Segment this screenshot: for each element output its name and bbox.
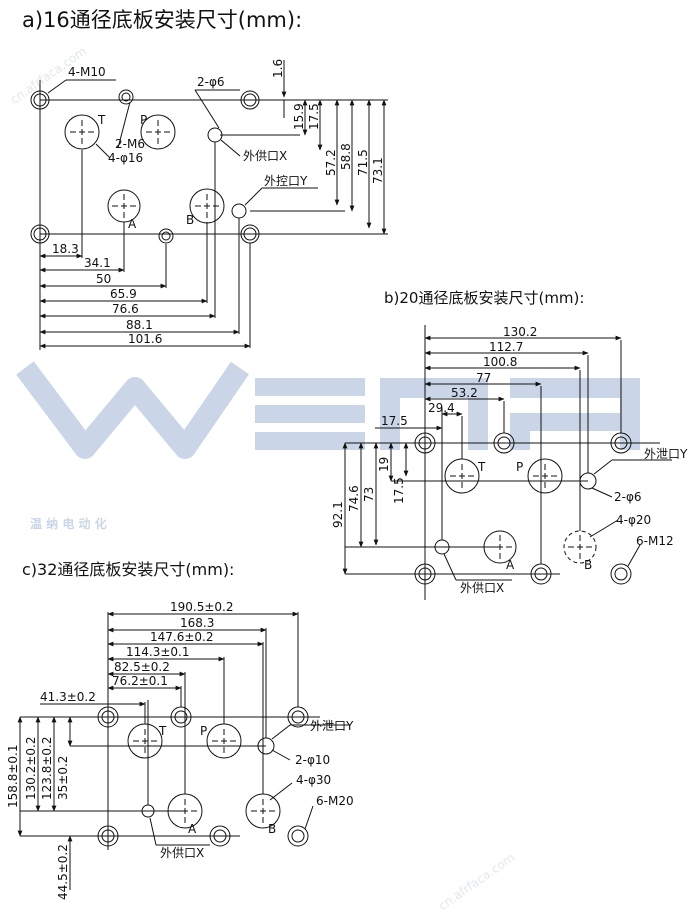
dim-b-74-6: 74.6	[347, 485, 361, 512]
dim-50: 50	[96, 272, 111, 286]
dim-76-6: 76.6	[112, 302, 139, 316]
dim-18-3: 18.3	[52, 242, 79, 256]
label-4-phi16: 4-φ16	[108, 151, 143, 165]
dim-34-1: 34.1	[84, 256, 111, 270]
dim-1-6: 1.6	[271, 59, 285, 78]
dim-57-2: 57.2	[324, 149, 338, 176]
label-2-phi6: 2-φ6	[197, 75, 225, 89]
label-c-port-y: 外泄口Y	[310, 719, 354, 733]
dim-b-100-8: 100.8	[483, 355, 517, 369]
label-c-port-t: T	[158, 724, 167, 738]
diagram-b	[342, 325, 672, 600]
dim-88-1: 88.1	[126, 318, 153, 332]
label-b-port-b: B	[584, 558, 592, 572]
dim-c-76-2: 76.2±0.1	[112, 674, 168, 688]
diagram-b-text: 130.2 112.7 100.8 77 53.2 29.4 17.5 外泄口Y…	[331, 325, 688, 595]
title-20-diameter: b)20通径底板安装尺寸(mm):	[384, 289, 585, 307]
watermark-site: cn.afrfaca.com	[436, 850, 517, 912]
label-b-port-p: P	[516, 460, 523, 474]
title-16-diameter: a)16通径底板安装尺寸(mm):	[22, 8, 303, 32]
label-c-port-b: B	[268, 822, 276, 836]
label-b-port-x: 外供口X	[460, 581, 504, 595]
label-c-4-phi30: 4-φ30	[296, 773, 331, 787]
label-b-4-phi20: 4-φ20	[616, 513, 651, 527]
dim-65-9: 65.9	[110, 287, 137, 301]
dim-b-19: 19	[377, 457, 391, 472]
dim-c-114-3: 114.3±0.1	[126, 645, 190, 659]
watermark-w-mark	[16, 361, 250, 459]
watermark-chinese: 温 纳 电 动 化	[30, 516, 107, 531]
diagram-a-text: 4-M10 2-φ6 2-M6 4-φ16 外供口X 外控口Y T P A B …	[52, 59, 385, 346]
label-c-6-m20: 6-M20	[316, 794, 354, 808]
label-port-b: B	[186, 213, 194, 227]
label-b-6-m12: 6-M12	[636, 534, 674, 548]
dim-b-17-5: 17.5	[381, 414, 408, 428]
title-32-diameter: c)32通径底板安装尺寸(mm):	[22, 560, 235, 579]
dim-17-5: 17.5	[307, 103, 321, 130]
label-port-y: 外控口Y	[264, 174, 308, 188]
dim-c-190-5: 190.5±0.2	[170, 600, 234, 614]
dim-b-73: 73	[362, 487, 376, 502]
dim-c-41-3: 41.3±0.2	[40, 690, 96, 704]
dim-c-158-8: 158.8±0.1	[6, 745, 20, 809]
label-b-port-a: A	[506, 558, 515, 572]
dim-c-168-3: 168.3	[180, 616, 214, 630]
dim-15-9: 15.9	[292, 103, 306, 130]
dim-b-53-2: 53.2	[451, 386, 478, 400]
dim-b-130-2: 130.2	[503, 325, 537, 339]
diagram-a	[30, 60, 388, 350]
label-c-port-x: 外供口X	[160, 846, 204, 860]
dim-b-29-4: 29.4	[428, 401, 455, 415]
dim-73-1: 73.1	[371, 157, 385, 184]
label-c-port-p: P	[200, 724, 207, 738]
dim-b-v17-5: 17.5	[392, 477, 406, 504]
label-port-a: A	[128, 217, 137, 231]
dim-b-112-7: 112.7	[489, 340, 523, 354]
dim-c-35: 35±0.2	[56, 756, 70, 800]
label-b-port-y: 外泄口Y	[644, 447, 688, 461]
dim-b-92-1: 92.1	[331, 501, 345, 528]
label-port-t: T	[97, 113, 106, 127]
label-2-m6: 2-M6	[115, 137, 145, 151]
dim-c-44-5: 44.5±0.2	[56, 844, 70, 900]
label-port-p: P	[140, 113, 147, 127]
label-c-port-a: A	[188, 822, 197, 836]
label-port-x: 外供口X	[243, 149, 287, 163]
dim-c-123-8: 123.8±0.2	[40, 737, 54, 801]
label-b-2-phi6: 2-φ6	[614, 490, 642, 504]
dim-c-147-6: 147.6±0.2	[150, 630, 214, 644]
diagram-c	[17, 611, 350, 890]
dim-b-77: 77	[476, 371, 491, 385]
label-4-m10: 4-M10	[68, 65, 106, 79]
dim-101-6: 101.6	[128, 332, 162, 346]
dim-58-8: 58.8	[339, 143, 353, 170]
dim-c-82-5: 82.5±0.2	[114, 660, 170, 674]
label-c-2-phi10: 2-φ10	[295, 753, 330, 767]
label-b-port-t: T	[477, 460, 486, 474]
dim-c-130-2: 130.2±0.2	[24, 737, 38, 801]
dim-71-5: 71.5	[356, 149, 370, 176]
diagram-c-text: 190.5±0.2 168.3 147.6±0.2 114.3±0.1 82.5…	[6, 600, 354, 900]
